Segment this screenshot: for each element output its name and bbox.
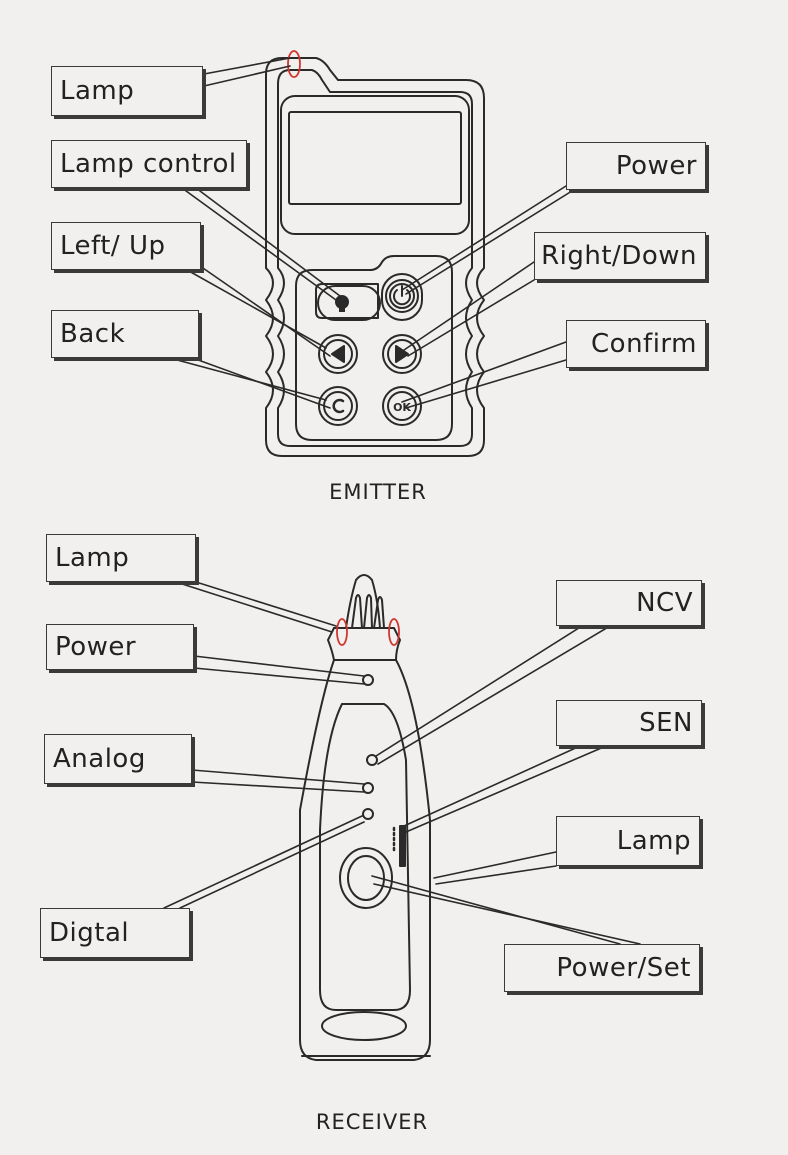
label-analog: Analog	[44, 734, 192, 784]
label-lamp-control: Lamp control	[51, 140, 247, 188]
lamp-control-key	[317, 285, 381, 321]
receiver-caption: RECEIVER	[315, 1110, 429, 1134]
power-led	[362, 674, 374, 686]
label-receiver-lamp-side: Lamp	[556, 816, 700, 866]
receiver-lamp-left	[336, 618, 348, 646]
label-left-up: Left/ Up	[51, 222, 201, 270]
back-icon	[332, 398, 345, 414]
receiver-body	[299, 659, 431, 1061]
ncv-led	[366, 754, 378, 766]
emitter-keypad	[295, 255, 453, 441]
label-emitter-lamp: Lamp	[51, 66, 203, 116]
label-ncv: NCV	[556, 580, 702, 626]
emitter-device	[265, 50, 485, 457]
emitter-leaders	[165, 57, 581, 409]
label-right-down: Right/Down	[534, 232, 706, 280]
receiver-bottom-oval	[321, 1011, 407, 1041]
label-sen: SEN	[556, 700, 702, 746]
power-set-button	[339, 847, 393, 909]
label-emitter-power: Power	[566, 142, 706, 190]
analog-led	[362, 782, 374, 794]
label-confirm: Confirm	[566, 320, 706, 368]
label-receiver-lamp-top: Lamp	[46, 534, 196, 582]
ok-glyph: OK	[393, 401, 411, 414]
label-receiver-power: Power	[46, 624, 194, 670]
emitter-screen	[288, 111, 462, 205]
sen-bar	[399, 825, 406, 867]
power-icon	[393, 289, 411, 306]
receiver-leaders	[163, 581, 641, 945]
label-digtal: Digtal	[40, 908, 190, 958]
receiver-lamp-right	[388, 618, 400, 646]
right-down-button	[382, 334, 422, 374]
confirm-button	[382, 386, 422, 426]
left-arrow-icon	[331, 345, 345, 363]
receiver-device	[299, 574, 431, 1061]
emitter-lamp	[287, 50, 301, 78]
lamp-icon	[335, 295, 349, 309]
right-arrow-icon	[395, 345, 409, 363]
emitter-screen-frame	[280, 95, 470, 235]
label-power-set: Power/Set	[504, 944, 700, 992]
power-button	[385, 279, 419, 313]
emitter-caption: EMITTER	[329, 480, 427, 504]
back-button	[318, 386, 358, 426]
digtal-led	[362, 808, 374, 820]
left-up-button	[318, 334, 358, 374]
label-back: Back	[51, 310, 199, 358]
